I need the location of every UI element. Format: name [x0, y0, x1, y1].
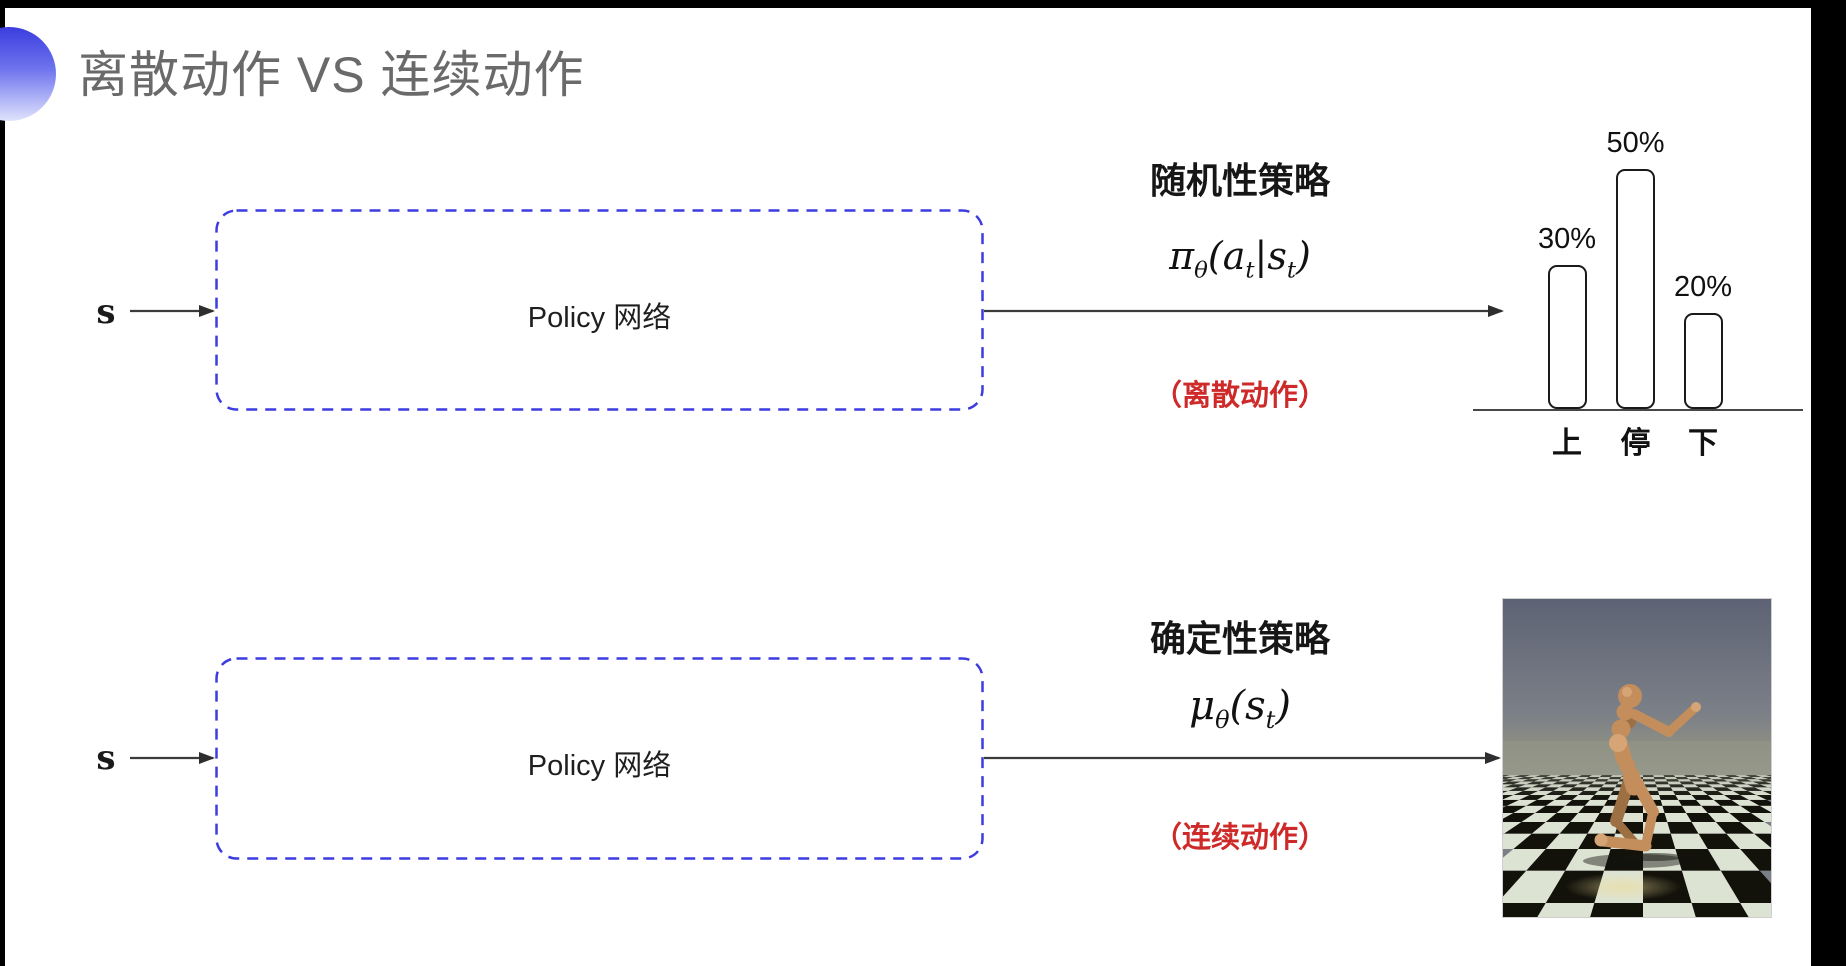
chart-bar-上 — [1547, 265, 1587, 409]
policy-network-box-top — [215, 209, 984, 411]
chart-category-label: 停 — [1620, 427, 1651, 460]
frame-right-edge — [1811, 0, 1846, 966]
state-input-label-bottom: s — [96, 738, 116, 778]
chart-value-label: 30% — [1537, 223, 1597, 255]
chart-baseline — [1473, 409, 1803, 411]
chart-bar-下 — [1683, 313, 1723, 409]
floor-light-glow — [1565, 873, 1681, 901]
frame-left-edge — [0, 0, 5, 966]
chart-category-label: 上 — [1552, 427, 1582, 460]
chart-value-label: 20% — [1673, 271, 1733, 303]
humanoid-simulation-drawing — [1503, 599, 1771, 917]
deterministic-policy-formula: μθ(st) — [1189, 683, 1291, 734]
state-input-label-top: s — [96, 292, 116, 332]
humanoid-robot-figure — [1583, 684, 1701, 868]
humanoid-simulation-image — [1502, 598, 1772, 918]
discrete-action-note: （离散动作） — [1152, 380, 1327, 412]
stochastic-policy-formula: πθ(at|st) — [1169, 234, 1311, 284]
policy-network-box-bottom — [215, 657, 984, 860]
chart-value-label: 50% — [1606, 127, 1665, 159]
stochastic-policy-title: 随机性策略 — [1149, 160, 1330, 201]
policy-network-label-bottom: Policy 网络 — [527, 750, 672, 782]
policy-network-label-top: Policy 网络 — [527, 302, 672, 334]
deterministic-policy-title: 确定性策略 — [1149, 618, 1330, 659]
chart-bar-停 — [1616, 169, 1655, 409]
action-probability-chart: 30% 上 50% 停 20% 下 — [1473, 96, 1805, 460]
chart-category-label: 下 — [1688, 427, 1718, 460]
slide-title: 离散动作 VS 连续动作 — [78, 47, 585, 103]
continuous-action-note: （连续动作） — [1152, 822, 1327, 854]
frame-top-edge — [0, 0, 1846, 8]
